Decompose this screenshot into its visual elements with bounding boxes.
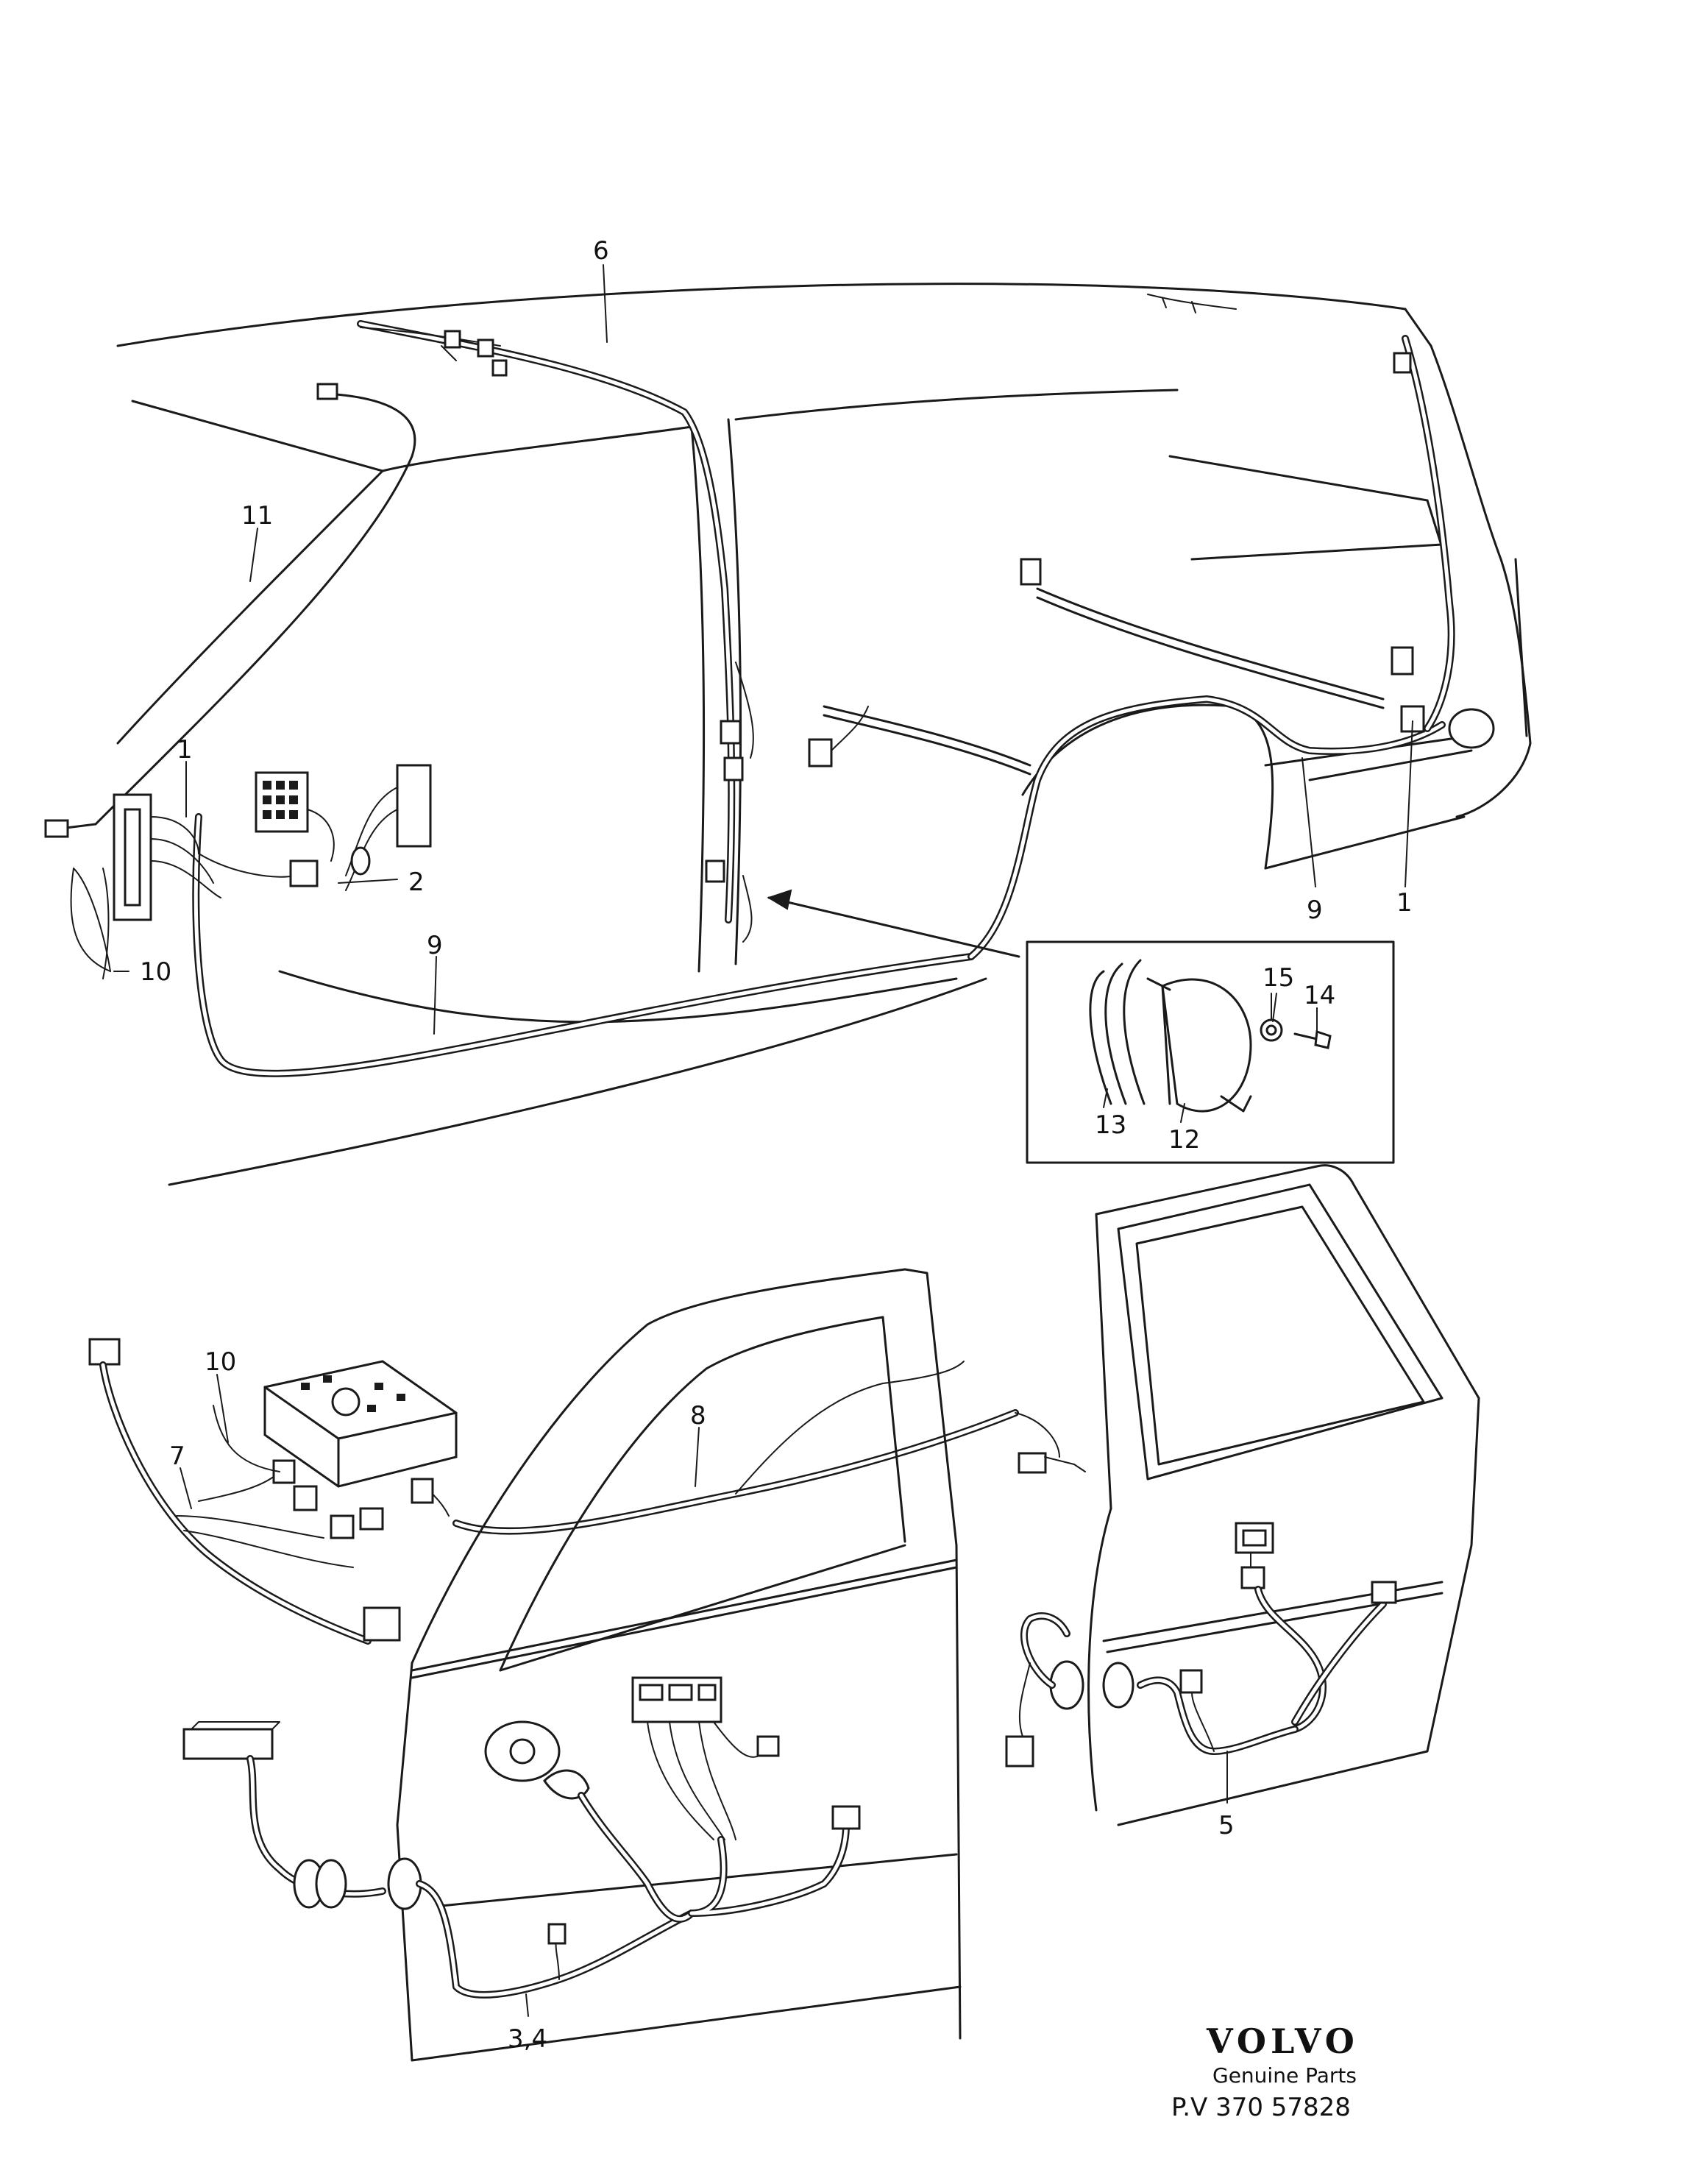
callout-labels: 1 2 6 9 10 11 9 1 15 14 13 12 10 7 8 5 3…: [140, 236, 1413, 2054]
part-reference: P.V 370 57828: [1171, 2093, 1351, 2122]
callout-9-left: 9: [427, 931, 443, 960]
callout-8: 8: [690, 1401, 706, 1430]
rear-door-harness-5: [1005, 1522, 1397, 1768]
volvo-logo: VOLVO: [1206, 2021, 1359, 2061]
callout-1-right: 1: [1396, 888, 1413, 918]
harness-7: [88, 1338, 401, 1645]
body-harness-9: [192, 695, 1446, 1077]
detail-inset: [1026, 940, 1395, 1164]
callout-10-top: 10: [140, 957, 171, 987]
tailgate-harness: [1036, 335, 1455, 732]
callout-9-right: 9: [1307, 896, 1323, 925]
callout-11: 11: [241, 501, 273, 531]
b-pillar-connectors: [705, 662, 754, 943]
vehicle-body: [116, 283, 1532, 1186]
control-unit: [213, 1360, 458, 1517]
callout-leaders: [113, 264, 1413, 2017]
callout-3-4: 3,4: [508, 2024, 547, 2054]
rear-door: [1087, 1164, 1480, 1826]
rear-quarter-connectors: [808, 294, 1495, 767]
callout-2: 2: [408, 868, 425, 897]
roof-connectors: [360, 327, 508, 377]
callout-6: 6: [593, 236, 609, 266]
callout-10-bottom: 10: [205, 1347, 236, 1377]
detail-pointer: [767, 889, 1020, 958]
brand-subtitle: Genuine Parts: [1212, 2063, 1357, 2088]
callout-12: 12: [1168, 1125, 1200, 1155]
brand-block: VOLVO Genuine Parts P.V 370 57828: [1171, 2021, 1359, 2122]
callout-7: 7: [169, 1442, 185, 1471]
callout-14: 14: [1304, 981, 1335, 1010]
left-connector-block: [70, 764, 432, 979]
front-door-harness-3-4: [182, 1676, 861, 1999]
callout-1-left: 1: [177, 735, 193, 765]
callout-5: 5: [1218, 1811, 1235, 1840]
antenna-cable-11: [44, 383, 416, 838]
connector-grid-pins: [263, 781, 298, 819]
front-door: [396, 1268, 962, 2062]
callout-13: 13: [1095, 1110, 1126, 1140]
callout-15: 15: [1263, 963, 1294, 993]
door-harness-8: [452, 1361, 1086, 1535]
